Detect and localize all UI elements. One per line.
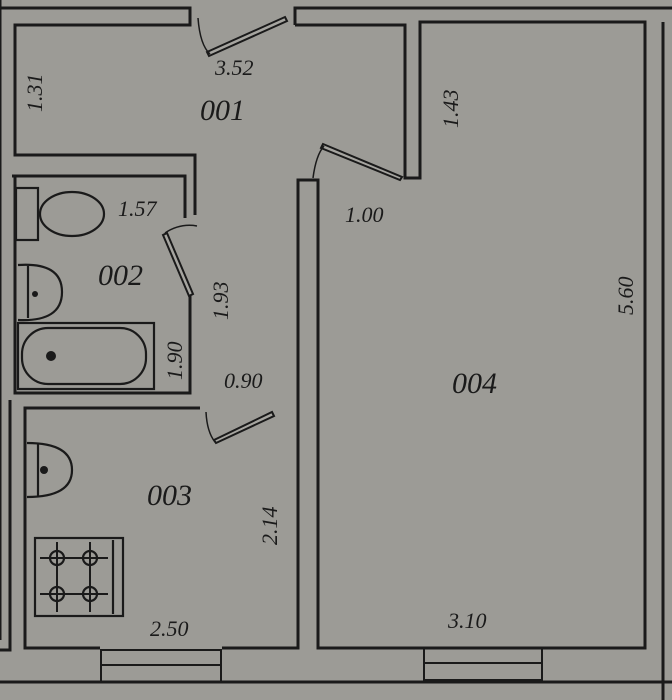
dim-kitchen-width: 2.50 (150, 616, 189, 641)
dim-hall-width: 3.52 (214, 55, 254, 80)
bathroom-fixtures (14, 186, 156, 391)
wall-top-left (0, 6, 197, 215)
bathroom-door[interactable] (161, 224, 198, 298)
kitchen-door[interactable] (205, 410, 276, 445)
doors (161, 15, 404, 445)
dim-tub-length: 1.90 (162, 342, 187, 381)
kitchen-fixtures (26, 441, 125, 618)
toilet-icon (14, 186, 106, 242)
wall-bathroom (12, 174, 192, 395)
room-label-001: 001 (200, 94, 245, 127)
dim-kitchen-door: 0.90 (224, 368, 263, 393)
wall-top-right (222, 6, 672, 650)
dim-room-door: 1.00 (345, 202, 384, 227)
room-label-003: 003 (147, 479, 192, 512)
entry-door[interactable] (197, 15, 289, 58)
room-label-004: 004 (452, 367, 497, 400)
room-door[interactable] (312, 142, 404, 182)
room-label-002: 002 (98, 259, 143, 292)
dimension-labels: 3.52 1.31 1.43 1.43 1.00 1.57 1.93 1.90 … (22, 55, 638, 641)
dim-room-length: 5.60 (613, 277, 638, 316)
room-labels: 001 002 003 004 (98, 94, 497, 512)
dim-closet-depth-v: 1.43 (438, 90, 463, 129)
dim-bath-width: 1.57 (118, 196, 158, 221)
washbasin-icon (17, 263, 64, 322)
dim-hall-depth: 1.31 (22, 74, 47, 113)
dim-room-width: 3.10 (447, 608, 487, 633)
dim-bath-length: 1.93 (208, 282, 233, 321)
dim-kitchen-length: 2.14 (257, 507, 282, 546)
sink-icon (26, 441, 74, 499)
bathtub-icon (16, 321, 156, 391)
wall-kitchen (0, 400, 200, 652)
gas-stove-icon (33, 536, 125, 618)
